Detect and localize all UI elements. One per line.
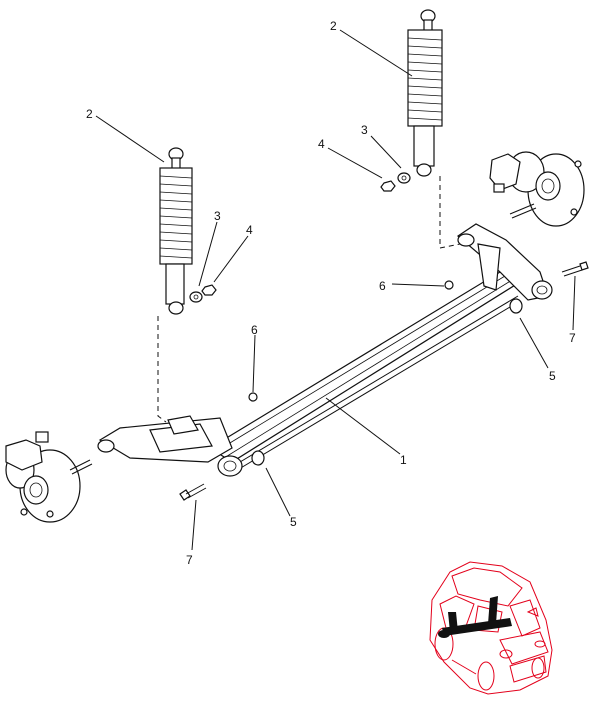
right-bolt [561,261,589,277]
mounting-guides [157,176,461,423]
callout-5-left: 5 [290,515,297,529]
callout-1: 1 [400,453,407,467]
callout-labels: 1 2 2 3 4 3 4 5 5 6 6 7 7 [86,19,576,567]
callout-6-left: 6 [251,323,258,337]
right-shock-absorber [407,9,443,177]
callout-5-right: 5 [549,369,556,383]
leader-lines [95,29,576,551]
locator-car-icon [429,561,553,695]
callout-7-right: 7 [569,331,576,345]
locator-rear-axle-marker [438,596,512,638]
left-shock-absorber [159,147,193,315]
left-washer-and-nut [189,284,217,303]
callout-4-left: 4 [246,223,253,237]
left-brake-hub-assembly [5,431,93,523]
callout-2-right: 2 [330,19,337,33]
rear-axle-beam [97,223,553,477]
callout-3-right: 3 [361,123,368,137]
right-brake-hub-assembly [489,151,585,227]
left-bolt [179,483,207,501]
callout-4-right: 4 [318,137,325,151]
callout-7-left: 7 [186,553,193,567]
callout-2-left: 2 [86,107,93,121]
callout-6-right: 6 [379,279,386,293]
right-washer-and-nut [380,172,411,192]
small-fasteners [248,280,523,466]
callout-3-left: 3 [214,209,221,223]
